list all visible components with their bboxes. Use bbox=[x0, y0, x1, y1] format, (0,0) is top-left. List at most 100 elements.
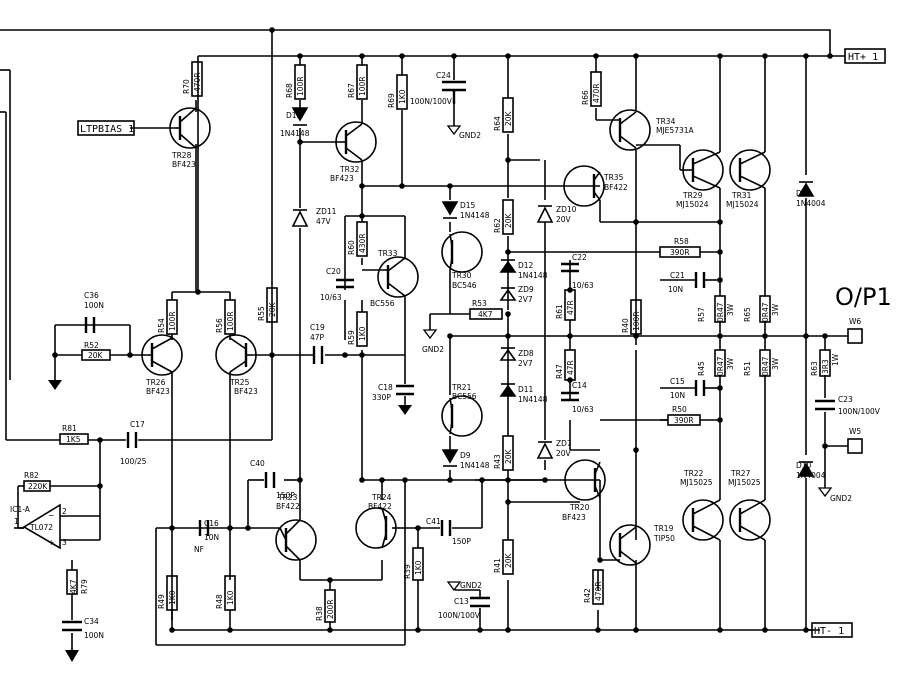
r67-label: R67 bbox=[347, 83, 356, 98]
zd7-value: 20V bbox=[556, 449, 572, 458]
r67-value: 100R bbox=[358, 76, 367, 96]
d10-label: D10 bbox=[796, 461, 812, 470]
zd10-value: 20V bbox=[556, 215, 572, 224]
ic1a-name: IC1-A bbox=[10, 505, 31, 514]
ic1a-plus: + bbox=[48, 538, 54, 547]
zd10-label: ZD10 bbox=[556, 205, 577, 214]
tr21-part: BC556 bbox=[452, 392, 477, 401]
r38-value: 200R bbox=[326, 599, 335, 619]
r68-value: 100R bbox=[296, 76, 305, 96]
c23-value: 100N/100V bbox=[838, 407, 881, 416]
c40-label: C40 bbox=[250, 459, 265, 468]
c13-label: C13 bbox=[454, 597, 469, 606]
r48-value: 1K0 bbox=[226, 590, 235, 605]
tr33-symbol bbox=[377, 256, 419, 298]
tr26-symbol bbox=[141, 334, 183, 376]
r55-label: R55 bbox=[257, 306, 266, 321]
r58-value: 390R bbox=[670, 248, 690, 257]
r51-label: R51 bbox=[743, 361, 752, 376]
d10-part: 1N4004 bbox=[796, 471, 826, 480]
r40-value: 100R bbox=[632, 311, 641, 331]
tr32-label: TR32 bbox=[339, 165, 360, 174]
r43-value: 20K bbox=[504, 448, 513, 464]
tr19-label: TR19 bbox=[653, 524, 674, 533]
r55-value: 20K bbox=[268, 301, 277, 317]
c22-label: C22 bbox=[572, 253, 587, 262]
c23-label: C23 bbox=[838, 395, 853, 404]
r57-label: R57 bbox=[697, 307, 706, 322]
net-ltpbias: LTPBIAS 1 bbox=[80, 124, 134, 135]
tr21-label: TR21 bbox=[451, 383, 472, 392]
c22-value: 10/63 bbox=[572, 281, 594, 290]
r63-value: 3R3 bbox=[821, 359, 830, 374]
r58-label: R58 bbox=[674, 237, 689, 246]
tr20-label: TR20 bbox=[569, 503, 590, 512]
c41-value: 150P bbox=[452, 537, 471, 546]
c16-label: C16 bbox=[204, 519, 219, 528]
r45-value: 0R47 bbox=[716, 356, 725, 376]
tr29-symbol bbox=[680, 149, 724, 191]
r49-label: R49 bbox=[157, 594, 166, 609]
r81-value: 1K5 bbox=[66, 435, 81, 444]
r82-value: 220K bbox=[28, 482, 48, 491]
r65-value: 0R47 bbox=[761, 302, 770, 322]
r39-value: 1K0 bbox=[414, 560, 423, 575]
r57-watt: 3W bbox=[726, 303, 735, 316]
tr34-symbol bbox=[609, 109, 651, 151]
r43-label: R43 bbox=[493, 454, 502, 469]
gnd2-right-label: GND2 bbox=[830, 494, 852, 503]
c34-value: 100N bbox=[84, 631, 104, 640]
tr25-symbol bbox=[215, 334, 257, 376]
c20-value: 10/63 bbox=[320, 293, 342, 302]
zd8-label: ZD8 bbox=[518, 349, 534, 358]
ic1a-pin3: 3 bbox=[62, 538, 67, 547]
c21-value: 10N bbox=[668, 285, 683, 294]
r70-value: 470R bbox=[193, 72, 202, 92]
r53-value: 4K7 bbox=[478, 310, 493, 319]
tr35-label: TR35 bbox=[603, 173, 624, 182]
tr35-symbol bbox=[563, 165, 605, 207]
tr23-label: TR23 bbox=[277, 493, 298, 502]
r48-label: R48 bbox=[215, 594, 224, 609]
tr29-label: TR29 bbox=[682, 191, 703, 200]
r47-value: 47R bbox=[566, 360, 575, 375]
ic1a-part: TL072 bbox=[29, 523, 53, 532]
tr28-symbol bbox=[169, 107, 211, 149]
net-ht-plus: HT+ 1 bbox=[848, 52, 878, 63]
tr22-label: TR22 bbox=[683, 469, 704, 478]
capacitor-plates bbox=[62, 80, 835, 632]
ground-symbols bbox=[48, 125, 833, 662]
tr23-symbol bbox=[275, 519, 317, 561]
d12-part: 1N4148 bbox=[518, 271, 548, 280]
zd9-label: ZD9 bbox=[518, 285, 534, 294]
c14-value: 10/63 bbox=[572, 405, 594, 414]
r41-value: 20K bbox=[504, 552, 513, 568]
tr27-symbol bbox=[729, 499, 771, 541]
ic1a-minus: − bbox=[48, 511, 54, 520]
zd9-value: 2V7 bbox=[518, 295, 533, 304]
tr31-symbol bbox=[729, 149, 771, 191]
zd11-label: ZD11 bbox=[316, 207, 337, 216]
r57-value: 0R47 bbox=[716, 302, 725, 322]
zd7-label: ZD7 bbox=[556, 439, 572, 448]
tr23-part: BF422 bbox=[276, 502, 300, 511]
c40-value: 150P bbox=[276, 491, 295, 500]
r59-label: R59 bbox=[347, 330, 356, 345]
r45-label: R45 bbox=[697, 361, 706, 376]
c36-value: 100N bbox=[84, 301, 104, 310]
r45-watt: 3W bbox=[726, 357, 735, 370]
r62-value: 20K bbox=[504, 212, 513, 228]
r63-label: R63 bbox=[810, 361, 819, 376]
components bbox=[23, 61, 831, 623]
net-w5: W5 bbox=[849, 427, 861, 436]
c41-label: C41 bbox=[426, 517, 441, 526]
d9-label: D9 bbox=[460, 451, 471, 460]
c13-value: 100N/100V bbox=[438, 611, 481, 620]
r62-label: R62 bbox=[493, 218, 502, 233]
net-w6: W6 bbox=[849, 317, 861, 326]
tr30-symbol bbox=[441, 231, 483, 273]
r79-value: 4K7 bbox=[69, 579, 78, 594]
d14-label: D14 bbox=[796, 189, 812, 198]
transistors bbox=[141, 107, 771, 566]
